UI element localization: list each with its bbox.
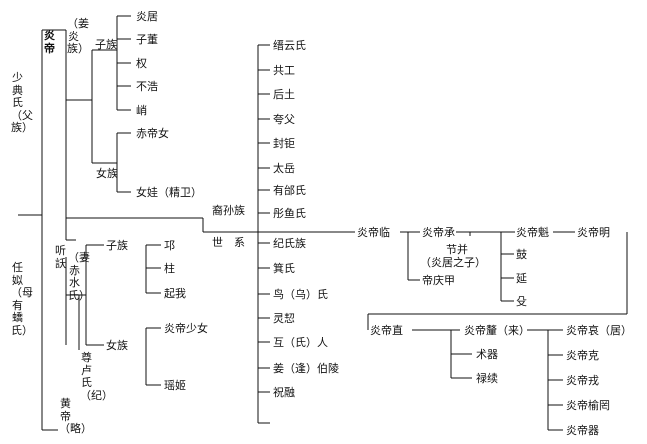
lineage-label: 世 系 [212, 236, 245, 249]
emperor-qingjia: 帝庆甲 [422, 274, 455, 287]
emperor-zhi: 炎帝直 [370, 324, 403, 337]
list-item: 延 [516, 272, 527, 285]
list-item: 峭 [136, 104, 147, 117]
emperor-li: 炎帝釐（来） [464, 324, 530, 337]
list-item: 箕氏 [273, 262, 295, 275]
list-item: 姜（逢）伯陵 [273, 362, 339, 375]
list-item: 炎居 [136, 10, 158, 23]
wife-chishui-label: （妻赤水氏） [68, 251, 90, 302]
tingyao-label: 听訞 [55, 244, 66, 270]
emperor-ming: 炎帝明 [577, 226, 610, 239]
huangdi-label: 黄帝（略） [59, 397, 92, 435]
list-item: 夸父 [273, 113, 295, 126]
descendants-clan-label: 裔孙族 [212, 204, 245, 217]
list-item: 赤帝女 [136, 127, 169, 140]
list-item: 缙云氏 [273, 39, 306, 52]
emperor-kui: 炎帝魁 [516, 226, 549, 239]
emperor-lin: 炎帝临 [357, 226, 390, 239]
list-item: 炎帝少女 [164, 322, 208, 335]
list-item: 瑶姬 [164, 379, 186, 392]
list-item: 柱 [164, 262, 175, 275]
list-item: 邛 [164, 239, 175, 252]
list-item: 子董 [136, 33, 158, 46]
list-item: 女娃（精卫） [136, 186, 202, 199]
list-item: 鸟（乌）氏 [273, 288, 328, 301]
list-item: 封钜 [273, 137, 295, 150]
list-item: 祝融 [273, 386, 295, 399]
sons-clan-label-2: 子族 [106, 239, 128, 252]
list-item: 鼓 [516, 248, 527, 261]
list-item: 殳 [516, 295, 527, 308]
daughters-clan-label-2: 女族 [106, 339, 128, 352]
list-item: 权 [136, 57, 147, 70]
emperor-ge: 炎帝戎 [566, 374, 599, 387]
list-item: 起我 [164, 287, 186, 300]
list-item: 后土 [273, 88, 295, 101]
emperor-ke: 炎帝克 [566, 349, 599, 362]
sons-clan-label: 子族 [95, 38, 117, 51]
list-item: 纪氏族 [273, 237, 306, 250]
emperor-cheng: 炎帝承 [422, 226, 455, 239]
zunlu-label: 尊卢氏（纪） [80, 351, 113, 402]
list-item: 术器 [476, 348, 498, 361]
list-item: 不浩 [136, 80, 158, 93]
list-item: 有邰氏 [273, 184, 306, 197]
list-item: 共工 [273, 64, 295, 77]
jiebing-note: （炎居之子） [420, 256, 486, 269]
jiang-clan-label: （姜炎族） [67, 17, 89, 55]
list-item: 灵恝 [273, 312, 295, 325]
jiebing-label: 节并 [446, 243, 468, 256]
emperor-qi: 炎帝器 [566, 424, 599, 437]
daughters-clan-label: 女族 [96, 167, 118, 180]
mother-clan-label: 任姒（母有蟜氏） [11, 261, 33, 337]
emperor-yuwang: 炎帝榆罔 [566, 399, 610, 412]
father-clan-label: 少典氏（父族） [11, 71, 33, 134]
emperor-ai: 炎帝哀（居） [566, 324, 632, 337]
yandi-label: 炎帝 [44, 29, 55, 55]
list-item: 互（氏）人 [273, 336, 328, 349]
list-item: 太岳 [273, 162, 295, 175]
list-item: 彤鱼氏 [273, 207, 306, 220]
list-item: 禄续 [476, 372, 498, 385]
